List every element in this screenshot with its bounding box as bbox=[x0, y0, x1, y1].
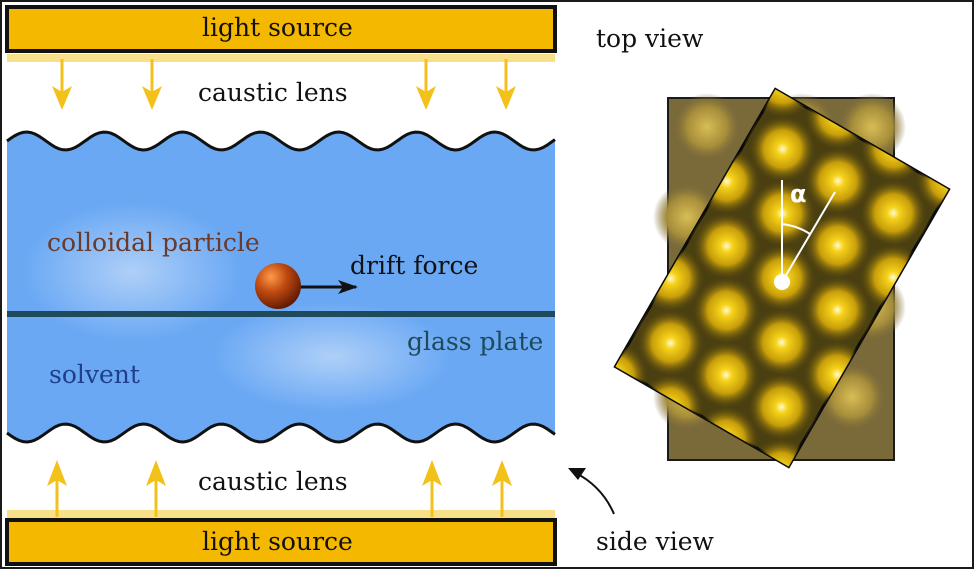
light-arrow bbox=[52, 59, 72, 110]
solvent-label: solvent bbox=[49, 360, 140, 389]
glass-plate bbox=[7, 311, 555, 317]
lattice-spot bbox=[673, 93, 741, 161]
light-arrow bbox=[146, 460, 166, 517]
lattice-spot bbox=[692, 276, 761, 345]
bottom-caustic-lens-label: caustic lens bbox=[198, 467, 348, 496]
lattice-spot bbox=[636, 308, 705, 377]
bottom-glow-strip bbox=[7, 510, 555, 520]
light-arrow bbox=[496, 59, 516, 110]
light-arrow bbox=[142, 59, 162, 110]
colloidal-particle bbox=[255, 263, 301, 309]
lattice-spot bbox=[748, 115, 817, 184]
drift-force-label: drift force bbox=[350, 251, 479, 280]
glass-plate-label: glass plate bbox=[407, 327, 544, 356]
top-arrows bbox=[52, 59, 516, 110]
top-lens-surface bbox=[6, 130, 556, 152]
lattice-spot bbox=[747, 372, 816, 441]
lattice-spot bbox=[803, 211, 872, 280]
lattice-spot bbox=[692, 340, 760, 409]
angle-rotated-line bbox=[781, 191, 836, 283]
solvent-highlight-right bbox=[212, 302, 452, 412]
top-view-caption: top view bbox=[596, 24, 704, 53]
side-view-pointer-arrow bbox=[573, 471, 615, 515]
lattice-spot bbox=[692, 212, 761, 280]
light-arrow bbox=[416, 59, 436, 110]
lattice-spot bbox=[747, 308, 816, 377]
top-view-lattice bbox=[613, 87, 972, 550]
top-glow-strip bbox=[7, 54, 555, 62]
light-arrow bbox=[492, 460, 512, 517]
side-view-pointer-head bbox=[568, 468, 586, 480]
side-view-caption: side view bbox=[596, 527, 714, 556]
angle-alpha-label: α bbox=[790, 180, 807, 208]
top-light-source-bar bbox=[5, 5, 557, 53]
lattice-spot bbox=[804, 147, 872, 216]
bottom-lens-surface bbox=[6, 422, 556, 444]
top-caustic-lens-label: caustic lens bbox=[198, 78, 348, 107]
lattice-spot bbox=[790, 457, 883, 550]
light-arrow bbox=[47, 460, 67, 517]
bottom-light-source-bar bbox=[5, 518, 557, 566]
light-arrow bbox=[422, 460, 442, 517]
lattice-spot bbox=[859, 179, 928, 248]
lattice-spot bbox=[958, 166, 972, 259]
lattice-spot bbox=[914, 275, 949, 344]
top-light-source-label: light source bbox=[202, 13, 353, 42]
bottom-arrows bbox=[47, 460, 512, 517]
bottom-light-source-label: light source bbox=[202, 527, 353, 556]
lattice-spot bbox=[803, 276, 872, 344]
angle-arc bbox=[781, 223, 811, 235]
lattice-center-dot bbox=[774, 274, 790, 290]
solvent-highlight-left bbox=[22, 202, 242, 342]
colloidal-particle-label: colloidal particle bbox=[47, 228, 260, 257]
